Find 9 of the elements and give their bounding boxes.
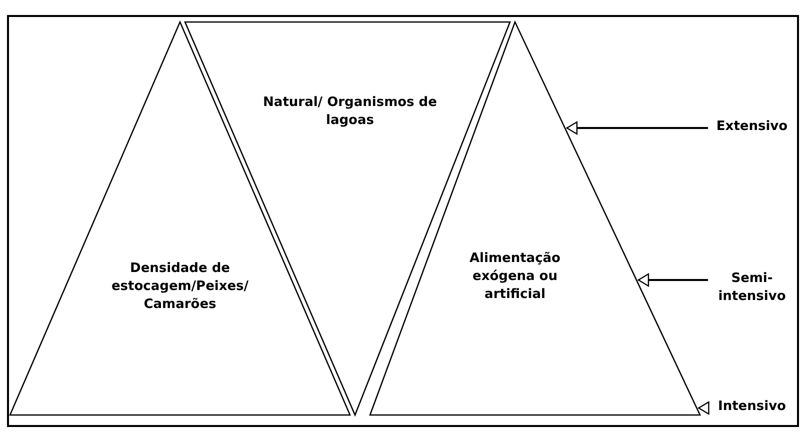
arrow-label: Semi- intensivo xyxy=(717,270,787,306)
arrow-label: Intensivo xyxy=(717,398,787,416)
arrow-label: Extensivo xyxy=(715,118,789,136)
triangle-label: Densidade de estocagem/Peixes/ Camarões xyxy=(110,260,250,314)
arrow xyxy=(566,121,708,135)
triangle-label: Natural/ Organismos de lagoas xyxy=(262,94,438,130)
arrow xyxy=(638,273,708,287)
triangle-label: Alimentação exógena ou artificial xyxy=(468,250,562,304)
arrow xyxy=(698,401,710,415)
